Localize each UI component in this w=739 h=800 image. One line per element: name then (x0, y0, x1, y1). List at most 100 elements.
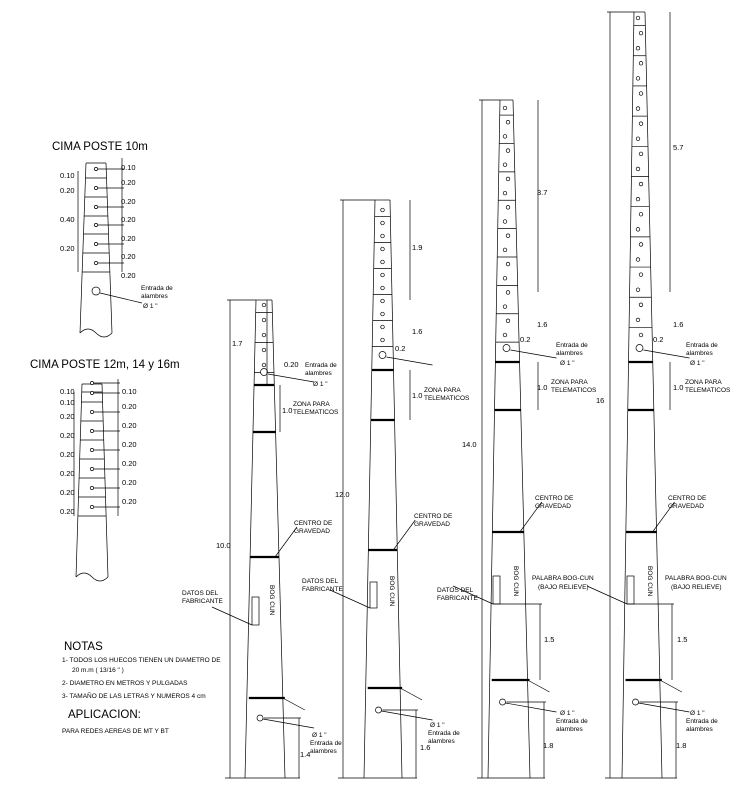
entry-hole (632, 698, 639, 706)
hole (502, 162, 508, 167)
break-line (79, 328, 113, 338)
dim-label: 0.10 (60, 398, 75, 407)
hole (635, 287, 641, 292)
dim-label: 0.20 (121, 234, 136, 243)
leader (329, 589, 371, 609)
leader (519, 501, 543, 533)
pole-outline (389, 199, 403, 779)
bogcun-text: BOG CUN (268, 585, 275, 616)
palabra-label: PALABRA BOG-CUN (665, 575, 727, 582)
base-dim: 1.4 (300, 750, 310, 759)
base-dim: 1.8 (676, 741, 686, 750)
dim-label: 0.20 (121, 178, 136, 187)
cg-label: CENTRO DE (668, 495, 707, 502)
hole (638, 91, 644, 96)
plate-dim: 1.5 (677, 635, 687, 644)
entry-hole (260, 368, 268, 376)
dim-label: 0.20 (122, 478, 137, 487)
hole (380, 272, 385, 278)
datos-label: DATOS DEL (302, 578, 339, 585)
hole (502, 134, 508, 139)
hole (94, 167, 98, 171)
detail-10m-left-dims: 0.10 0.20 0.40 0.20 (60, 171, 75, 253)
hole (90, 505, 94, 509)
hole (505, 120, 511, 125)
hole (635, 46, 641, 51)
bogcun-text: BOG CUN (646, 566, 653, 597)
hole (90, 391, 94, 395)
zona-label: TELEMATICOS (293, 409, 339, 416)
height-dim: 14.0 (462, 440, 477, 449)
hole (635, 166, 641, 172)
hole (380, 298, 385, 304)
pole-outline (75, 383, 83, 578)
cg-label: GRAVEDAD (535, 503, 571, 510)
gap-dim: 0.2 (395, 344, 405, 353)
dim-label: 0.20 (60, 412, 75, 421)
hole (635, 227, 641, 232)
hole (505, 290, 511, 295)
dim-label: 0.20 (122, 440, 137, 449)
leader (211, 606, 253, 626)
hole (505, 233, 511, 238)
zona-dim: 1.0 (673, 383, 683, 392)
entry-label: Entrada de (686, 718, 718, 725)
gap-dim: 0.2 (520, 335, 530, 344)
mid-dim: 1.6 (412, 327, 422, 336)
bogcun-text: BOG CUN (512, 566, 519, 597)
hole (380, 324, 385, 330)
hole (90, 429, 94, 433)
entry-diameter: Ø 1 " (690, 710, 705, 717)
leader (262, 718, 315, 729)
note-item: 3- TAMAÑO DE LAS LETRAS Y NUMEROS 4 cm (62, 691, 206, 700)
hole (638, 121, 644, 126)
pole-outline (512, 99, 531, 779)
entry-label: alambres (141, 293, 168, 300)
dim-label: 0.20 (60, 186, 75, 195)
zona-label: ZONA PARA (293, 401, 330, 408)
hole (90, 410, 94, 414)
hole (94, 242, 98, 246)
cg-label: CENTRO DE (414, 513, 453, 520)
gap-dim: 0.20 (284, 360, 299, 369)
entry-label: alambres (428, 738, 455, 745)
dim-label: 0.20 (122, 497, 137, 506)
dim-label: 0.20 (121, 252, 136, 261)
entry-diameter: Ø 1 " (430, 722, 445, 729)
hole (505, 176, 511, 182)
hole (502, 219, 508, 224)
hole (90, 381, 94, 385)
zona-label: ZONA PARA (685, 379, 722, 386)
hole (638, 332, 644, 338)
zona-dim: 1.0 (412, 391, 422, 400)
hole (638, 30, 644, 36)
detail-12-16m-left-dims: 0.10 0.10 0.20 0.20 0.20 0.20 0.20 0.20 (60, 387, 75, 516)
dim-label: 0.20 (122, 421, 137, 430)
pole-outline (644, 11, 663, 779)
application-title: APLICACION: (68, 709, 141, 721)
hole (638, 212, 644, 217)
hole (505, 148, 511, 153)
leader (274, 526, 298, 558)
leader (652, 501, 675, 533)
entry-label: alambres (310, 748, 337, 755)
entry-hole (502, 344, 511, 352)
entry-hole (499, 698, 506, 706)
hole (502, 276, 508, 281)
hole (380, 337, 385, 343)
manufacturer-plate (369, 581, 378, 609)
detail-12-16m-title: CIMA POSTE 12m, 14 y 16m (30, 359, 180, 371)
note-item: 2- DIAMETRO EN METROS Y PULGADAS (62, 680, 188, 687)
zona-label: TELEMATICOS (551, 387, 597, 394)
entry-label: Entrada de (141, 285, 173, 292)
leader (659, 679, 682, 693)
hole (638, 61, 644, 66)
hole (380, 259, 385, 265)
drawing-shapes (73, 11, 690, 779)
hole (94, 261, 98, 265)
entry-hole (256, 714, 264, 722)
hole (635, 106, 641, 111)
zona-dim: 1.0 (537, 383, 547, 392)
zona-dim: 1.0 (282, 406, 292, 415)
